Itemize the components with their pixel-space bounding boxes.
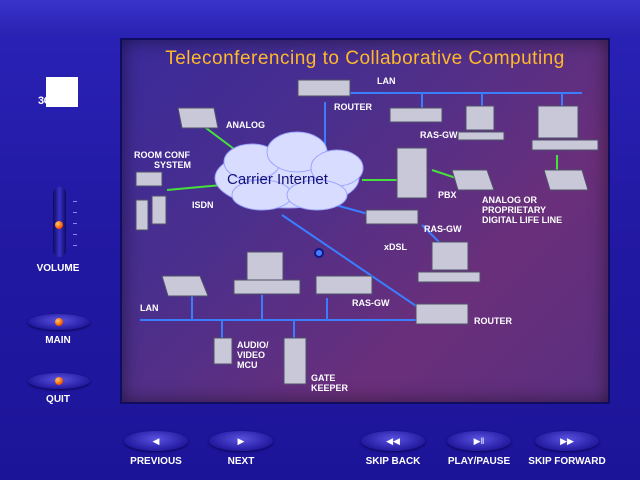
pbx-label: PBX (438, 190, 457, 200)
analog-prop-label-1: ANALOG OR (482, 195, 537, 205)
router-top-device (297, 79, 351, 97)
av-mcu-device (213, 337, 233, 365)
cloud-label: Carrier Internet (227, 171, 328, 188)
lan-phone-device (161, 275, 209, 297)
room-conf-label-1: ROOM CONF (134, 150, 190, 160)
analog-prop-label-3: DIGITAL LIFE LINE (482, 215, 563, 225)
gatekeeper-label-1: GATE (311, 373, 336, 383)
ras-gw-top-device (389, 107, 443, 123)
isdn-tower-2 (151, 195, 167, 225)
ras-gw-top-label: RAS-GW (420, 130, 458, 140)
workstation-top-monitor (465, 105, 495, 131)
skip-forward-label: SKIP FORWARD (528, 456, 606, 467)
lan-pc-monitor (246, 251, 284, 281)
volume-tick (73, 223, 77, 224)
slide-title: Teleconferencing to Collaborative Comput… (165, 48, 565, 69)
xdsl-pc-monitor (431, 241, 469, 271)
play-pause-button[interactable]: ▶‖ (447, 431, 511, 451)
workstation-right-monitor (537, 105, 579, 139)
cloud-to-router-link (281, 214, 423, 311)
pbx-device (396, 147, 428, 199)
next-label: NEXT (227, 456, 255, 467)
volume-tick (73, 201, 77, 202)
previous-button[interactable]: ◀ (124, 431, 188, 451)
network-diagram (135, 79, 599, 385)
gatekeeper-device (283, 337, 307, 385)
isdn-label: ISDN (192, 200, 214, 210)
ras-gw-bottom-label: RAS-GW (352, 298, 390, 308)
skip-back-button[interactable]: ◀◀ (361, 431, 425, 451)
workstation-right-base (531, 139, 599, 151)
av-label-3: MCU (237, 360, 258, 370)
analog-label: ANALOG (226, 120, 265, 130)
ras-gw-mid-label: RAS-GW (424, 224, 462, 234)
quit-label: QUIT (46, 394, 70, 405)
analog-proprietary-phone (451, 169, 495, 191)
play-pause-label: PLAY/PAUSE (447, 456, 511, 467)
frame-top-bar (0, 0, 640, 34)
next-button[interactable]: ▶ (209, 431, 273, 451)
ras-gw-mid-device (365, 209, 419, 225)
router-top-label: ROUTER (334, 102, 372, 112)
lan-bottom-label: LAN (140, 303, 159, 313)
hotspot-marker (314, 248, 324, 258)
volume-label: VOLUME (36, 263, 80, 274)
main-button-led (55, 318, 63, 326)
main-label: MAIN (45, 335, 71, 346)
router-bottom-device (415, 303, 469, 325)
quit-button-led (55, 377, 63, 385)
skip-back-label: SKIP BACK (365, 456, 421, 467)
router-bottom-label: ROUTER (474, 316, 512, 326)
volume-tick (73, 212, 77, 213)
3com-logo (46, 77, 78, 107)
logo-text: 3Com (38, 95, 67, 107)
xdsl-pc-base (417, 271, 481, 283)
av-label-2: VIDEO (237, 350, 266, 360)
room-conf-camera (135, 171, 163, 187)
volume-tick (73, 245, 77, 246)
isdn-link (166, 184, 223, 191)
previous-label: PREVIOUS (130, 456, 182, 467)
skip-forward-button[interactable]: ▶▶ (535, 431, 599, 451)
analog-prop-label-2: PROPRIETARY (482, 205, 547, 215)
slide-screen: Teleconferencing to Collaborative Comput… (120, 38, 610, 404)
av-label-1: AUDIO/ (237, 340, 269, 350)
gatekeeper-label-2: KEEPER (311, 383, 349, 393)
volume-slider-knob[interactable] (55, 221, 63, 229)
volume-tick (73, 234, 77, 235)
xdsl-label: xDSL (384, 242, 408, 252)
workstation-top-base (457, 131, 505, 141)
phone-right-device (543, 169, 589, 191)
lan-pc-base (233, 279, 301, 295)
ras-gw-bottom-device (315, 275, 373, 295)
analog-phone-device (177, 107, 219, 129)
lan-top-label: LAN (377, 76, 396, 86)
isdn-tower-1 (135, 199, 149, 231)
carrier-internet-cloud (214, 131, 364, 211)
room-conf-label-2: SYSTEM (154, 160, 192, 170)
